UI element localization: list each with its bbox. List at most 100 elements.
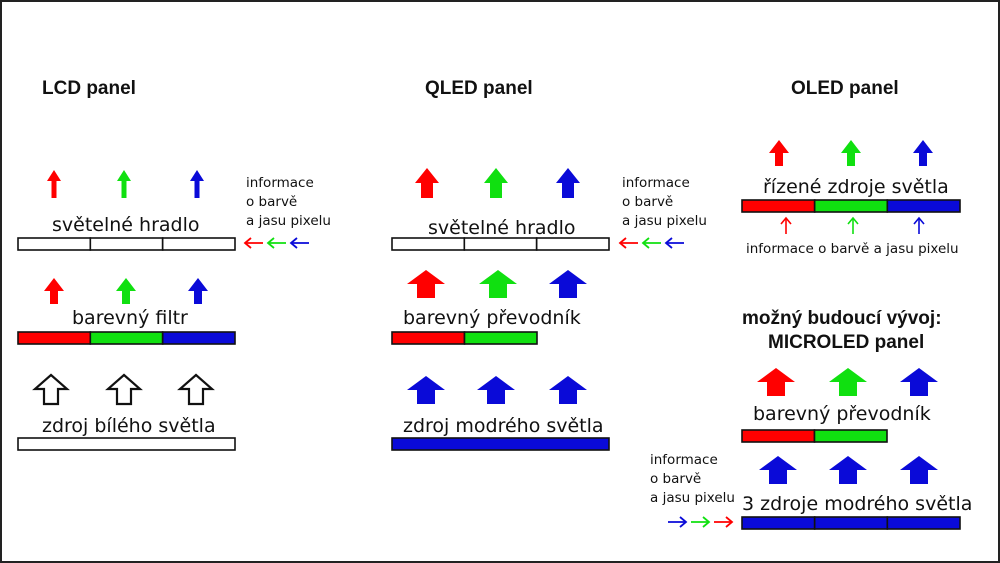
arrow-shape (117, 170, 131, 198)
lcd-gate-bar (17, 237, 236, 251)
arrow-shape (759, 456, 797, 484)
oled-red-arrow (769, 140, 789, 166)
bar-segment-red (741, 199, 816, 213)
qled-converter-red-arrow (407, 270, 445, 298)
microled-converter-label: barevný převodník (753, 403, 931, 425)
qled-info-line-2: o barvě (622, 194, 673, 210)
bar-segment-white (161, 237, 236, 251)
microled-info-green-arrow (691, 516, 711, 528)
lcd-info-blue-arrow (289, 237, 309, 249)
bar-segment-green (813, 199, 889, 213)
qled-panel: QLED panel světelné hradlo informace o b… (391, 78, 707, 451)
microled-converter-green-arrow (829, 368, 867, 396)
bar-segment-white (463, 237, 538, 251)
qled-gate-bar (391, 237, 610, 251)
arrow-shape (757, 368, 795, 396)
microled-info-line-2: o barvě (650, 471, 701, 487)
lcd-filter-green-arrow (116, 278, 136, 304)
lcd-info-line-2: o barvě (246, 194, 297, 210)
oled-info-red-arrow (780, 216, 792, 234)
arrow-head (266, 237, 275, 249)
lcd-info-green-arrow (266, 237, 286, 249)
oled-info-green-arrow (847, 216, 859, 234)
arrow-shape (477, 376, 515, 404)
bar-segment-red (391, 331, 466, 345)
qled-source-blue-arrow-2 (477, 376, 515, 404)
qled-info-line-1: informace (622, 175, 690, 191)
qled-source-label: zdroj modrého světla (403, 415, 604, 437)
lcd-filter-bar (17, 331, 236, 345)
arrow-shape (829, 456, 867, 484)
microled-source-blue-arrow-1 (759, 456, 797, 484)
arrow-shape (47, 170, 61, 198)
arrow-shape (829, 368, 867, 396)
lcd-gate-label: světelné hradlo (52, 214, 199, 236)
arrow-shape (177, 373, 215, 406)
arrow-shape (841, 140, 861, 166)
lcd-source-white-arrow-3 (177, 373, 215, 406)
oled-panel: OLED panel řízené zdroje světla informac… (741, 78, 961, 257)
arrow-head (702, 516, 711, 528)
microled-title-line-2: MICROLED panel (768, 332, 924, 353)
arrow-shape (32, 373, 70, 406)
bar-segment-white (17, 237, 92, 251)
qled-source-bar (391, 437, 610, 451)
qled-source-blue-arrow-3 (549, 376, 587, 404)
lcd-gate-blue-arrow (190, 170, 204, 198)
microled-info-red-arrow (714, 516, 734, 528)
bar-segment-white (89, 237, 164, 251)
arrow-shape (900, 456, 938, 484)
arrow-shape (769, 140, 789, 166)
lcd-info-line-1: informace (246, 175, 314, 191)
qled-info-line-3: a jasu pixelu (622, 213, 707, 229)
qled-info-green-arrow (641, 237, 661, 249)
arrow-head (289, 237, 298, 249)
arrow-shape (415, 168, 439, 198)
microled-panel: možný budoucí vývoj: MICROLED panel bare… (650, 308, 972, 530)
lcd-info-line-3: a jasu pixelu (246, 213, 331, 229)
arrow-head (618, 237, 627, 249)
arrow-shape (190, 170, 204, 198)
microled-converter-bar (741, 429, 888, 443)
arrow-shape (479, 270, 517, 298)
qled-gate-blue-arrow (556, 168, 580, 198)
arrow-shape (407, 270, 445, 298)
arrow-head (847, 216, 859, 225)
microled-source-blue-arrow-3 (900, 456, 938, 484)
arrow-shape (188, 278, 208, 304)
bar-segment-white (391, 237, 466, 251)
bar-segment-blue (391, 437, 610, 451)
arrow-shape (484, 168, 508, 198)
microled-info-blue-arrow (668, 516, 688, 528)
arrow-shape (900, 368, 938, 396)
arrow-shape (913, 140, 933, 166)
lcd-filter-red-arrow (44, 278, 64, 304)
microled-title-line-1: možný budoucí vývoj: (742, 308, 942, 329)
qled-gate-label: světelné hradlo (428, 217, 575, 239)
qled-title: QLED panel (425, 78, 533, 99)
qled-converter-label: barevný převodník (403, 307, 581, 329)
qled-gate-green-arrow (484, 168, 508, 198)
arrow-head (243, 237, 252, 249)
arrow-head (641, 237, 650, 249)
oled-sources-label: řízené zdroje světla (763, 176, 949, 198)
arrow-shape (549, 270, 587, 298)
oled-info-text: informace o barvě a jasu pixelu (746, 241, 959, 257)
qled-info-blue-arrow (664, 237, 684, 249)
lcd-info-red-arrow (243, 237, 263, 249)
lcd-source-bar (17, 437, 236, 451)
lcd-gate-green-arrow (117, 170, 131, 198)
bar-segment-blue (886, 199, 961, 213)
arrow-shape (44, 278, 64, 304)
bar-segment-blue (161, 331, 236, 345)
arrow-shape (556, 168, 580, 198)
qled-converter-bar (391, 331, 538, 345)
microled-info-line-1: informace (650, 452, 718, 468)
bar-segment-blue (813, 516, 889, 530)
qled-converter-green-arrow (479, 270, 517, 298)
arrow-head (725, 516, 734, 528)
bar-segment-red (17, 331, 92, 345)
lcd-title: LCD panel (42, 78, 136, 99)
